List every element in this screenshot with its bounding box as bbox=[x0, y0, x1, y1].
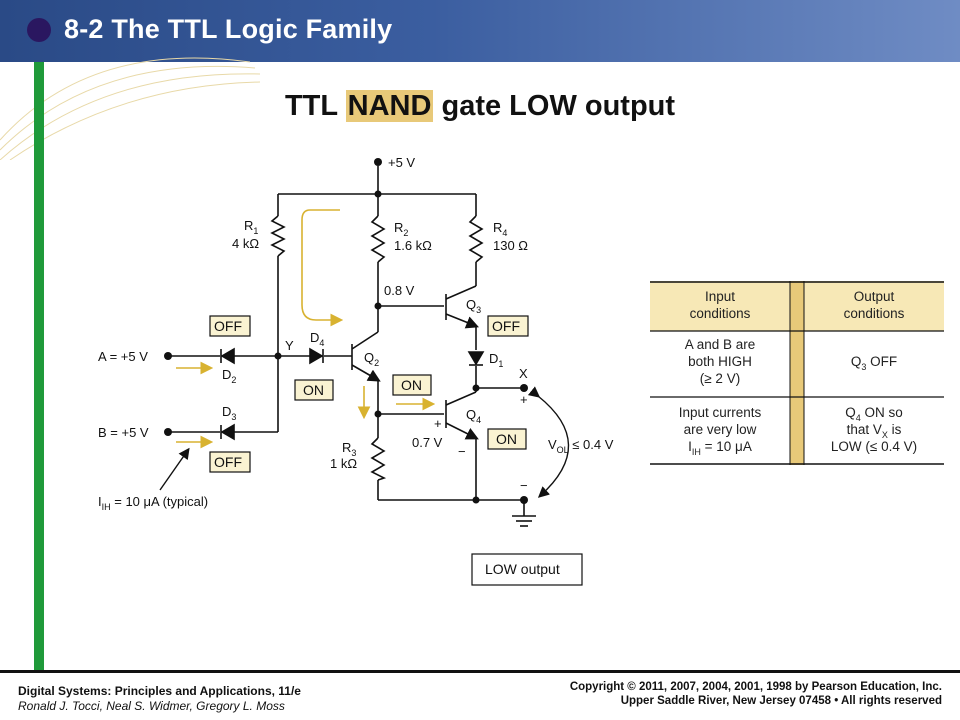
q3-label: Q3 bbox=[466, 297, 481, 315]
r3-value: 1 kΩ bbox=[330, 456, 357, 471]
iih-label: IIH = 10 μA (typical) bbox=[98, 494, 208, 512]
d4-on-text: ON bbox=[401, 377, 422, 393]
r2-label: R2 bbox=[394, 220, 408, 238]
q4-label: Q4 bbox=[466, 407, 481, 425]
d3-off-text: OFF bbox=[214, 454, 242, 470]
q4-emitter-minus: − bbox=[458, 444, 466, 459]
input-a-label: A = +5 V bbox=[98, 349, 148, 364]
svg-text:LOW (≤ 0.4 V): LOW (≤ 0.4 V) bbox=[831, 439, 917, 454]
footer-copyright-block: Copyright © 2011, 2007, 2004, 2001, 1998… bbox=[570, 680, 942, 708]
r1-label: R1 bbox=[244, 218, 258, 236]
y-node-label: Y bbox=[285, 338, 294, 353]
junction-dots bbox=[164, 190, 528, 504]
d1-label: D1 bbox=[489, 351, 503, 369]
q2-on-text: ON bbox=[303, 382, 324, 398]
table-col1-header: Input bbox=[705, 289, 735, 304]
d1-diode bbox=[467, 351, 485, 366]
r2-zigzag bbox=[370, 215, 386, 263]
r1-zigzag bbox=[270, 215, 286, 257]
r4-label: R4 bbox=[493, 220, 507, 238]
input-b-label: B = +5 V bbox=[98, 425, 149, 440]
footer-copyright: Copyright © 2011, 2007, 2004, 2001, 1998… bbox=[569, 681, 942, 693]
q4-on-text: ON bbox=[496, 431, 517, 447]
node-08v-label: 0.8 V bbox=[384, 283, 415, 298]
svg-text:both HIGH: both HIGH bbox=[688, 354, 752, 369]
r4-zigzag bbox=[468, 215, 484, 263]
circuit-wires bbox=[170, 166, 536, 527]
d3-off-box bbox=[209, 451, 251, 473]
current-flow-arrows bbox=[176, 209, 436, 449]
table-row1-output: Q3 OFF bbox=[851, 354, 897, 372]
table-divider bbox=[790, 281, 804, 465]
d4-on-box bbox=[392, 374, 432, 396]
r4-value: 130 Ω bbox=[493, 238, 528, 253]
table-row1-input: A and B are bbox=[685, 337, 756, 352]
vol-label: VOL ≤ 0.4 V bbox=[548, 437, 614, 455]
header-bullet-icon bbox=[27, 18, 51, 42]
footer-book-title: Digital Systems: Principles and Applicat… bbox=[18, 684, 301, 698]
svg-text:that VX is: that VX is bbox=[847, 422, 902, 440]
d4-diode bbox=[309, 347, 324, 365]
page-title-suffix: gate LOW output bbox=[441, 90, 676, 122]
low-output-box bbox=[471, 553, 583, 586]
r1-value: 4 kΩ bbox=[232, 236, 259, 251]
d2-diode bbox=[220, 347, 235, 365]
resistor-zigzags bbox=[270, 215, 484, 481]
low-output-text: LOW output bbox=[485, 561, 560, 577]
header-title: 8-2 The TTL Logic Family bbox=[64, 14, 393, 44]
conditions-table: Input conditions Output conditions A and… bbox=[650, 281, 944, 465]
r3-label: R3 bbox=[342, 440, 356, 458]
table-row2-output: Q4 ON so bbox=[845, 405, 903, 423]
footer-publisher: Upper Saddle River, New Jersey 07458 • A… bbox=[620, 695, 942, 707]
svg-text:are very low: are very low bbox=[684, 422, 757, 437]
diodes bbox=[220, 347, 485, 441]
q4-on-box bbox=[487, 428, 527, 450]
table-col2-header: Output bbox=[854, 289, 895, 304]
r2-value: 1.6 kΩ bbox=[394, 238, 432, 253]
svg-text:conditions: conditions bbox=[690, 306, 751, 321]
node-07v-label: 0.7 V bbox=[412, 435, 443, 450]
svg-text:(≥ 2 V): (≥ 2 V) bbox=[700, 371, 740, 386]
d3-diode bbox=[220, 423, 235, 441]
q2-label: Q2 bbox=[364, 350, 379, 368]
q2-on-box bbox=[294, 379, 334, 401]
header-bar bbox=[0, 0, 960, 62]
footer-citation: Digital Systems: Principles and Applicat… bbox=[18, 684, 301, 714]
d3-label: D3 bbox=[222, 404, 236, 422]
vcc-node bbox=[374, 158, 382, 166]
svg-text:IIH = 10 μA: IIH = 10 μA bbox=[688, 439, 752, 457]
page-title-prefix: TTL bbox=[284, 90, 338, 122]
r3-zigzag bbox=[370, 437, 387, 481]
x-node-label: X bbox=[519, 366, 528, 381]
q3-off-box bbox=[487, 315, 529, 337]
transistors bbox=[351, 285, 479, 440]
d2-label: D2 bbox=[222, 367, 236, 385]
footer-rule bbox=[0, 670, 960, 673]
iih-pointer-arrow bbox=[159, 447, 190, 491]
d2-off-text: OFF bbox=[214, 318, 242, 334]
state-boxes bbox=[209, 315, 529, 473]
vout-plus: + bbox=[520, 392, 528, 407]
vout-minus: − bbox=[520, 478, 528, 493]
vcc-label: +5 V bbox=[388, 155, 415, 170]
page-title: TTL NAND gate LOW output bbox=[0, 90, 960, 123]
page-title-highlight: NAND bbox=[345, 90, 434, 122]
d4-label: D4 bbox=[310, 330, 324, 348]
vol-arc-arrow bbox=[527, 386, 570, 498]
table-row2-input: Input currents bbox=[679, 405, 762, 420]
current-path-arrow bbox=[301, 209, 344, 327]
q3-off-text: OFF bbox=[492, 318, 520, 334]
footer-authors: Ronald J. Tocci, Neal S. Widmer, Gregory… bbox=[18, 699, 285, 713]
svg-text:conditions: conditions bbox=[844, 306, 905, 321]
q4-base-plus: + bbox=[434, 416, 442, 431]
d2-off-box bbox=[209, 315, 251, 337]
accent-green-bar bbox=[34, 62, 44, 670]
